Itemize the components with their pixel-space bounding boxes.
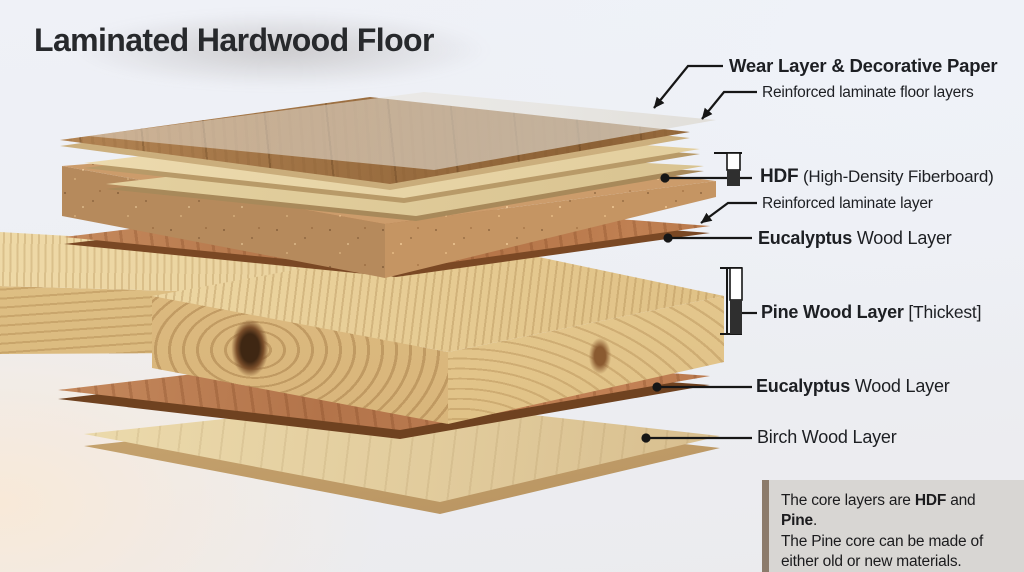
label-reinforced-laminate: Reinforced laminate layer bbox=[762, 195, 933, 212]
leader-dot-eucalyptus-lower bbox=[652, 382, 662, 392]
label-eucalyptus-lower: Eucalyptus Wood Layer bbox=[756, 376, 950, 396]
pine-thickness-gauge-icon bbox=[720, 267, 743, 335]
label-wear-layer: Wear Layer & Decorative Paper bbox=[729, 55, 998, 76]
core-layers-note: The core layers are HDF and Pine. The Pi… bbox=[762, 480, 1024, 572]
label-hdf: HDF (High-Density Fiberboard) bbox=[760, 166, 994, 187]
leader-reinforced-floor-layers bbox=[701, 90, 757, 120]
page-title: Laminated Hardwood Floor bbox=[34, 22, 434, 58]
label-eucalyptus-upper: Eucalyptus Wood Layer bbox=[758, 228, 952, 248]
leader-dot-eucalyptus-upper bbox=[663, 233, 673, 243]
leader-wear-layer bbox=[653, 64, 723, 109]
hdf-thickness-gauge-icon bbox=[714, 152, 742, 186]
label-reinforced-floor-layers: Reinforced laminate floor layers bbox=[762, 84, 974, 101]
leader-reinforced-laminate bbox=[700, 201, 757, 224]
label-birch: Birch Wood Layer bbox=[757, 427, 897, 447]
leader-dot-hdf bbox=[660, 173, 670, 183]
label-pine: Pine Wood Layer [Thickest] bbox=[761, 302, 982, 322]
leader-dot-birch bbox=[641, 433, 651, 443]
